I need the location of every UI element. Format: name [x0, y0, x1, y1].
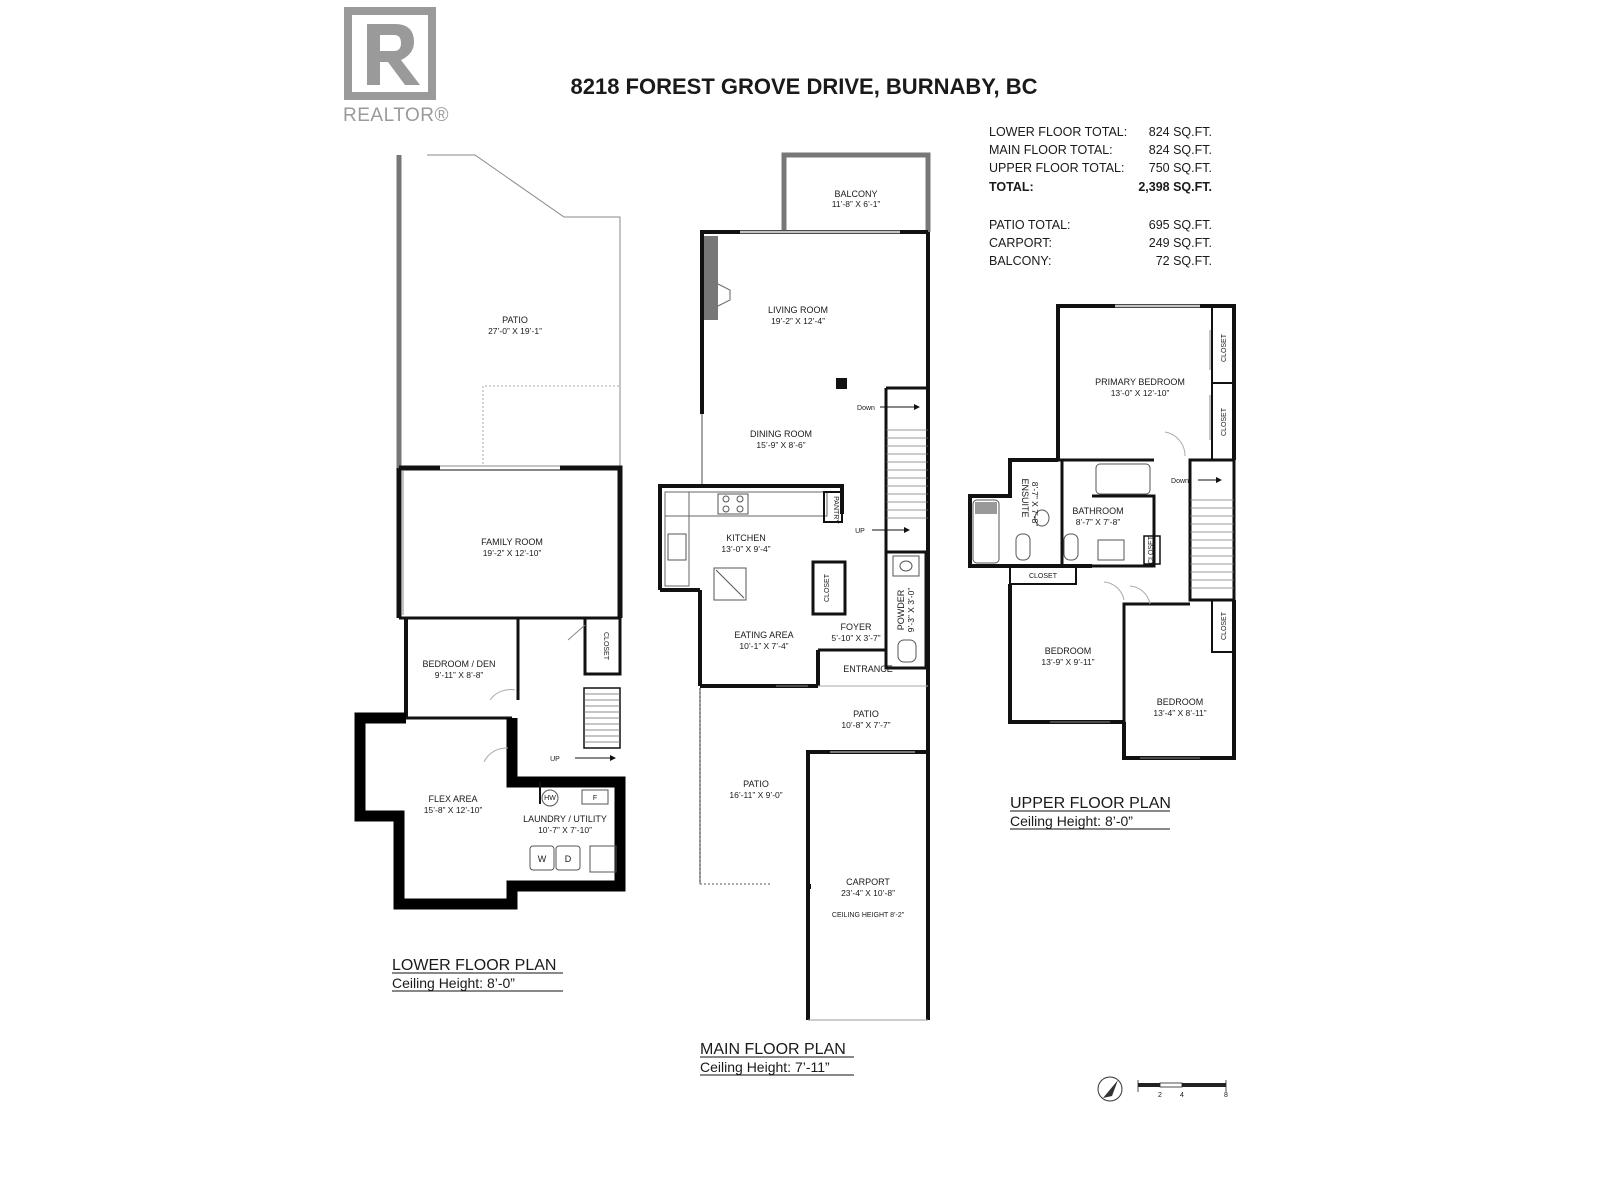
room-name: CLOSET	[1221, 333, 1228, 362]
room-name: POWDER	[896, 589, 906, 630]
total-label: BALCONY:	[989, 254, 1052, 268]
room-name: PATIO	[502, 315, 528, 325]
room-name: BEDROOM / DEN	[422, 659, 495, 669]
total-label: MAIN FLOOR TOTAL:	[989, 143, 1113, 157]
plan-ceiling-height: Ceiling Height: 8’-0”	[392, 975, 515, 991]
room-dimensions: 10’-1” X 7’-4”	[739, 641, 788, 651]
room-name: EATING AREA	[734, 630, 793, 640]
plan-title: LOWER FLOOR PLAN	[392, 957, 556, 974]
room-dimensions: 13’-4” X 8’-11”	[1153, 708, 1206, 718]
total-label: LOWER FLOOR TOTAL:	[989, 125, 1127, 139]
room-dimensions: 13’-0” X 12’-10”	[1111, 388, 1170, 398]
stairs-down-label: Down	[857, 405, 875, 412]
room-name: FOYER	[840, 622, 872, 632]
logo-text: REALTOR®	[343, 105, 449, 126]
furnace-label: F	[593, 795, 597, 802]
room-name: BALCONY	[834, 189, 877, 199]
room-dimensions: 19’-2” X 12’-10”	[483, 548, 542, 558]
washer-label: W	[538, 854, 547, 864]
room-dimensions: 5’-10” X 3’-7”	[831, 633, 880, 643]
lower-floor-plan: UP HW F W D PATIO 27’-0” X 19’-1” FAMILY…	[354, 154, 626, 992]
room-name: CLOSET	[824, 573, 831, 602]
scale-bar: 2 4 8	[1137, 1080, 1228, 1099]
room-name: PATIO	[853, 709, 879, 719]
room-name: PRIMARY BEDROOM	[1095, 377, 1185, 387]
room-name: CLOSET	[1221, 407, 1228, 436]
room-name: FAMILY ROOM	[481, 537, 543, 547]
total-label: UPPER FLOOR TOTAL:	[989, 161, 1124, 175]
property-address-title: 8218 FOREST GROVE DRIVE, BURNABY, BC	[571, 74, 1038, 99]
room-dimensions: 11’-8” X 6’-1”	[832, 199, 881, 209]
stairs-up-label: UP	[550, 756, 560, 763]
room-dimensions: 8’-7” X 7’-8”	[1076, 517, 1121, 527]
area-totals: LOWER FLOOR TOTAL: 824 SQ.FT. MAIN FLOOR…	[989, 125, 1212, 268]
room-dimensions: 19’-2” X 12’-4”	[771, 316, 825, 326]
room-name: LAUNDRY / UTILITY	[523, 814, 607, 824]
room-dimensions: 13’-9” X 9’-11”	[1041, 657, 1094, 667]
room-name: PATIO	[743, 779, 769, 789]
room-dimensions: 23’-4” X 10’-8”	[841, 888, 895, 898]
room-dimensions: 15’-8” X 12’-10”	[424, 805, 483, 815]
dryer-label: D	[565, 854, 572, 864]
room-name: CARPORT	[846, 877, 890, 887]
room-dimensions: 9’-3” X 3’-0”	[906, 588, 916, 633]
water-heater-label: HW	[544, 795, 556, 802]
room-name: FLEX AREA	[428, 794, 477, 804]
room-name: KITCHEN	[726, 533, 766, 543]
total-value: 824 SQ.FT.	[1149, 125, 1212, 139]
scale-tick: 2	[1158, 1092, 1162, 1099]
carport-ceiling-note: CEILING HEIGHT 8’-2”	[832, 912, 905, 919]
scale-tick: 8	[1224, 1092, 1228, 1099]
total-value: 824 SQ.FT.	[1149, 143, 1212, 157]
room-dimensions: 27’-0” X 19’-1”	[488, 326, 542, 336]
room-name: CLOSET	[1148, 535, 1155, 564]
room-name: LIVING ROOM	[768, 305, 828, 315]
room-name: BEDROOM	[1045, 646, 1092, 656]
room-name: CLOSET	[1029, 573, 1058, 580]
total-value: 2,398 SQ.FT.	[1138, 180, 1212, 194]
total-value: 695 SQ.FT.	[1149, 218, 1212, 232]
room-dimensions: 10’-7” X 7’-10”	[538, 825, 592, 835]
room-dimensions: 13’-0” X 9’-4”	[721, 544, 770, 554]
plan-title: UPPER FLOOR PLAN	[1010, 795, 1171, 812]
room-dimensions: 8’-7” X 7’-8”	[1030, 482, 1040, 527]
room-dimensions: 16’-11” X 9’-0”	[729, 790, 782, 800]
plan-ceiling-height: Ceiling Height: 8’-0”	[1010, 813, 1133, 829]
room-name: ENTRANCE	[843, 664, 893, 674]
plan-ceiling-height: Ceiling Height: 7’-11”	[700, 1059, 830, 1075]
upper-floor-plan: Down PRIMARY BEDROOM 13’-0” X 12’-10” CL…	[968, 304, 1236, 830]
total-label: PATIO TOTAL:	[989, 218, 1071, 232]
scale-tick: 4	[1180, 1092, 1184, 1099]
total-label: CARPORT:	[989, 236, 1052, 250]
room-dimensions: 9’-11” X 8’-8”	[435, 670, 484, 680]
room-name: PANTRY	[832, 496, 839, 524]
room-name: BEDROOM	[1157, 697, 1204, 707]
total-label: TOTAL:	[989, 180, 1034, 194]
room-name: DINING ROOM	[750, 429, 812, 439]
room-dimensions: 15’-9” X 8’-6”	[756, 440, 805, 450]
room-name: BATHROOM	[1072, 506, 1123, 516]
room-name: ENSUITE	[1020, 478, 1030, 517]
stairs-down-label: Down	[1171, 478, 1189, 485]
total-value: 750 SQ.FT.	[1149, 161, 1212, 175]
room-dimensions: 10’-8” X 7’-7”	[841, 720, 890, 730]
total-value: 249 SQ.FT.	[1149, 236, 1212, 250]
total-value: 72 SQ.FT.	[1156, 254, 1212, 268]
room-name: CLOSET	[602, 632, 609, 661]
stairs-up-label: UP	[855, 528, 865, 535]
room-name: CLOSET	[1221, 611, 1228, 640]
plan-title: MAIN FLOOR PLAN	[700, 1041, 846, 1058]
compass-icon	[1097, 1076, 1123, 1102]
main-floor-plan: Down UP	[658, 152, 931, 1076]
realtor-logo: REALTOR®	[343, 7, 449, 126]
